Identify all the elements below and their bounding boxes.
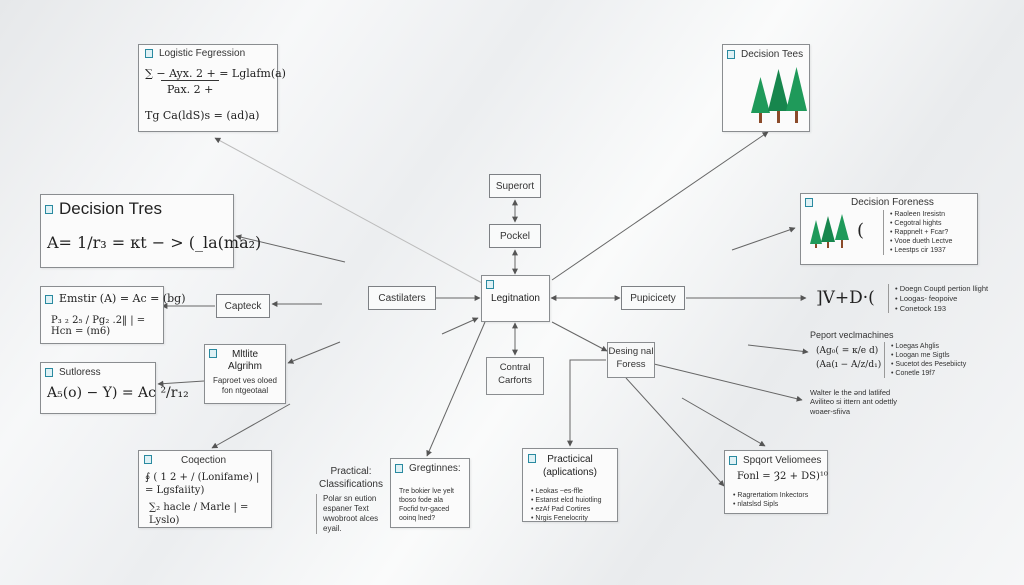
card-title: Emstir (A) = Ac = (bg) (59, 292, 186, 305)
node-tag-icon (45, 204, 53, 214)
port-vector-machines-note: Peport veclmachines (Ag₀( = κ/e d) (Aa(ı… (810, 330, 1010, 379)
gregtinnes-card: Gregtinnes: Tre bokier lve yelt tboso fo… (390, 458, 470, 528)
node-tag-icon (729, 455, 737, 465)
note-title: Peport veclmachines (810, 330, 894, 340)
card-text: Faproet ves oloed (212, 376, 278, 385)
sport-veliomees-card: Spqort Veliomees Fonl = Ȝ2 + DS)¹⁰ Ragre… (724, 450, 828, 514)
sutlores-card: Sutloress A₅(o) − Y) = Ac ²/r₁₂ (40, 362, 189, 414)
node-tag-icon (528, 454, 536, 463)
edge-port-vec (747, 344, 809, 355)
logistic-regression-card: Logistic Fegression ∑ − Ayx. 2 + = Lglaf… (138, 44, 286, 132)
edge-forests (731, 226, 796, 251)
node-tag-icon (45, 294, 53, 304)
edge-logistic-center (214, 137, 483, 284)
node-tag-icon (144, 455, 152, 464)
card-title: Coqection (181, 455, 227, 466)
node-tag-icon (805, 198, 813, 207)
superort-node[interactable]: Superort (489, 174, 541, 198)
equation: ∮ ( 1 2 + / (Lonifame) | = Lgsfaiity) (145, 472, 260, 496)
fraction-bar (161, 80, 219, 81)
desing-foress-node[interactable]: Desing nal Foress (607, 342, 655, 378)
equation: = Lglafm(a) (219, 67, 286, 80)
card-title: Mltlite (231, 349, 259, 360)
edge-desing-practicical (567, 359, 606, 447)
equation: A₅(o) − Y) = Ac ²/r₁₂ (47, 385, 189, 401)
pocket-node[interactable]: Pockel (489, 224, 541, 248)
edge-mitlite (287, 341, 341, 364)
practicical-applications-card: Practicical (aplications) Leokas ~es-ffl… (522, 448, 618, 522)
equation: P₃ ₂ 2₅ / Pg₂ .2‖ | = Hcn = (m6) (51, 315, 146, 337)
node-tag-icon (45, 367, 53, 377)
legimation-center-node[interactable]: Legitnation (481, 275, 550, 322)
edge-center-gregtinnes (426, 321, 486, 457)
equation: ∑₂ hacle / Marle | = Lyslo) (149, 502, 249, 526)
equation: ]V+D·( (816, 288, 875, 308)
node-tag-icon (727, 49, 735, 59)
castilaters-node[interactable]: Castilaters (368, 286, 436, 310)
edge-water-sport (681, 397, 766, 447)
card-title: Decision Foreness (851, 197, 934, 208)
decision-forests-card: Decision Foreness ( Raoleen Iresistn Ceg… (800, 193, 978, 265)
decision-trees-left-card: Decision Tres A= 1/r₃ = κt − > (_la(ma₂) (40, 194, 261, 268)
equation: A= 1/r₃ = κt − > (_la(ma₂) (47, 233, 262, 252)
card-text: fon ntgeotaal (221, 386, 269, 396)
forest-illustration-icon (810, 214, 849, 248)
contral-carforts-node[interactable]: Contral Carforts (486, 357, 544, 395)
card-subtitle: Algrihm (228, 361, 262, 372)
node-tag-icon (209, 349, 217, 358)
emstir-card: Emstir (A) = Ac = (bg) P₃ ₂ 2₅ / Pg₂ .2‖… (40, 286, 186, 344)
node-tag-icon (395, 463, 403, 473)
card-title: Spqort Veliomees (743, 455, 822, 466)
node-tag-icon (486, 280, 494, 289)
card-title: Decision Tees (741, 49, 804, 60)
edge-center-tree-tr (551, 131, 769, 281)
edge-desing-water (653, 363, 803, 402)
card-subtitle: (aplications) (543, 467, 597, 478)
card-title: Decision Tres (59, 199, 162, 218)
capteck-node[interactable]: Capteck (216, 294, 270, 318)
equation: Ayx. 2 + (169, 67, 216, 80)
practical-classifications-note: Practical: Classifications Polar sn euti… (316, 466, 386, 534)
mitlite-card: Mltlite Algrihm Faproet ves oloed fon nt… (204, 344, 286, 404)
card-title: Logistic Fegression (159, 48, 246, 59)
decision-trees-right-card: Decision Tees (722, 44, 810, 132)
edge-sutlores (157, 380, 205, 387)
equation: Tg Ca(ldS)s = (ad)a) (145, 109, 260, 122)
equation: Fonl = Ȝ2 + DS)¹⁰ (737, 471, 828, 482)
equation: Pax. 2 + (167, 83, 214, 96)
edge-center-left (441, 317, 479, 335)
pupicety-node[interactable]: Pupicicety (621, 286, 685, 310)
edge-tree-tl (235, 234, 346, 263)
edge-desing-sport (625, 377, 725, 487)
node-tag-icon (145, 48, 153, 58)
card-title: Practicical (547, 454, 593, 465)
edge-center-desing (551, 321, 608, 352)
water-note: Walter le the ənd latlifed Aviliteo si i… (810, 388, 897, 416)
tree-illustration-icon (751, 67, 807, 123)
coqection-card: Coqection ∮ ( 1 2 + / (Lonifame) | = Lgs… (138, 450, 272, 528)
edge-coqection (211, 403, 291, 449)
card-title: Gregtinnes: (409, 463, 461, 474)
card-title: Sutloress (59, 367, 101, 378)
